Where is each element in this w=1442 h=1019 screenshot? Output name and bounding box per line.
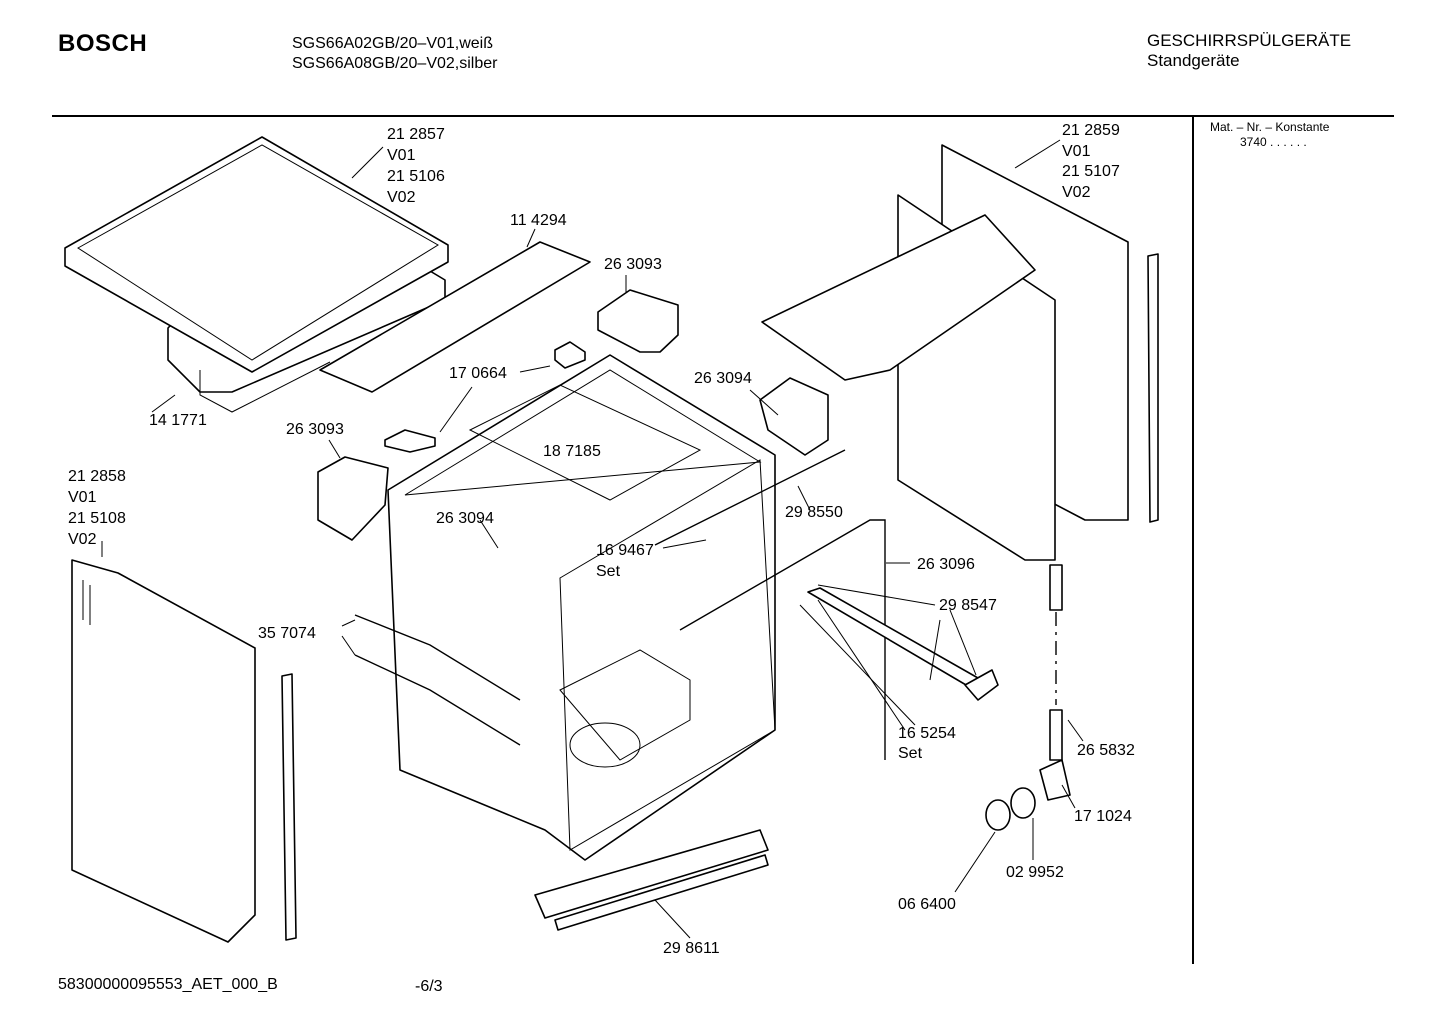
insulation-sheet-part — [319, 241, 591, 393]
model-line-1: SGS66A02GB/20–V01,weiß — [292, 35, 494, 52]
hose-lower-part — [1049, 709, 1063, 761]
worktop-lid-part — [64, 136, 449, 413]
plinth-lower-part — [554, 854, 769, 931]
plinth-part — [534, 829, 769, 919]
part-label-215106: 21 5106 — [387, 168, 445, 185]
cap-part — [985, 799, 1011, 831]
nut-part — [1010, 787, 1036, 819]
right-side-panel-part — [761, 144, 1129, 561]
rail-lower-part — [354, 654, 521, 746]
part-label-169467: 16 9467 — [596, 542, 654, 559]
side-panel-divider — [1192, 116, 1194, 964]
part-label-171024: 17 1024 — [1074, 808, 1132, 825]
category-subtitle: Standgeräte — [1147, 51, 1240, 70]
part-label-187185: 18 7185 — [543, 443, 601, 460]
bracket-right-part — [759, 377, 829, 456]
part-label-215108: 21 5108 — [68, 510, 126, 527]
part-label-212857: 21 2857 — [387, 126, 445, 143]
part-label-165254: 16 5254 — [898, 725, 956, 742]
part-label-029952: 02 9952 — [1006, 864, 1064, 881]
part-label-215107: 21 5107 — [1062, 163, 1120, 180]
part-variant-v01-left: V01 — [68, 489, 97, 506]
part-label-114294: 11 4294 — [510, 212, 567, 229]
mat-number-value: 3740 . . . . . . — [1240, 135, 1307, 149]
part-variant-v01-right: V01 — [1062, 143, 1091, 160]
part-label-265832: 26 5832 — [1077, 742, 1135, 759]
part-label-298611: 29 8611 — [663, 940, 720, 957]
part-label-066400: 06 6400 — [898, 896, 956, 913]
bracket-upper-part — [554, 341, 586, 369]
part-label-263093-top: 26 3093 — [604, 256, 662, 273]
header-divider — [52, 115, 1394, 117]
hose-upper-part — [1049, 564, 1063, 611]
part-label-263094-right: 26 3094 — [694, 370, 752, 387]
model-line-2: SGS66A08GB/20–V02,silber — [292, 55, 498, 72]
part-label-298547: 29 8547 — [939, 597, 997, 614]
document-id: 58300000095553_AET_000_B — [58, 976, 278, 993]
part-label-263093-left: 26 3093 — [286, 421, 344, 438]
hinge-cover-left-part — [317, 456, 389, 541]
left-side-panel-part — [71, 559, 256, 943]
part-variant-v02-right: V02 — [1062, 184, 1091, 201]
spray-arm-hub-part — [964, 669, 999, 701]
seal-upper-part — [654, 449, 846, 546]
bracket-lower-part — [384, 429, 436, 453]
part-variant-v01: V01 — [387, 147, 416, 164]
part-label-212859: 21 2859 — [1062, 122, 1120, 139]
rail-upper-part — [354, 614, 521, 701]
part-label-263096: 26 3096 — [917, 556, 975, 573]
page-number: -6/3 — [415, 978, 443, 995]
seal-frame-part — [679, 519, 886, 760]
part-variant-v02: V02 — [387, 189, 416, 206]
part-label-298550: 29 8550 — [785, 504, 843, 521]
part-label-170664: 17 0664 — [449, 365, 507, 382]
tub-body-part — [387, 354, 776, 861]
part-label-212858: 21 2858 — [68, 468, 126, 485]
part-label-263094-inner: 26 3094 — [436, 510, 494, 527]
mat-number-label: Mat. – Nr. – Konstante — [1210, 120, 1330, 134]
part-label-141771: 14 1771 — [149, 412, 207, 429]
part-variant-v02-left: V02 — [68, 531, 97, 548]
elbow-fitting-part — [1039, 759, 1071, 801]
category-title: GESCHIRRSPÜLGERÄTE — [1147, 31, 1352, 50]
side-trim-right-part — [1147, 253, 1159, 523]
side-trim-left-part — [281, 673, 297, 941]
hinge-cover-top-part — [597, 289, 679, 353]
part-label-169467-set: Set — [596, 563, 621, 580]
leader-lines — [101, 139, 1084, 939]
part-label-357074: 35 7074 — [258, 625, 316, 642]
brand-logo: BOSCH — [58, 30, 148, 57]
part-label-165254-set: Set — [898, 745, 923, 762]
